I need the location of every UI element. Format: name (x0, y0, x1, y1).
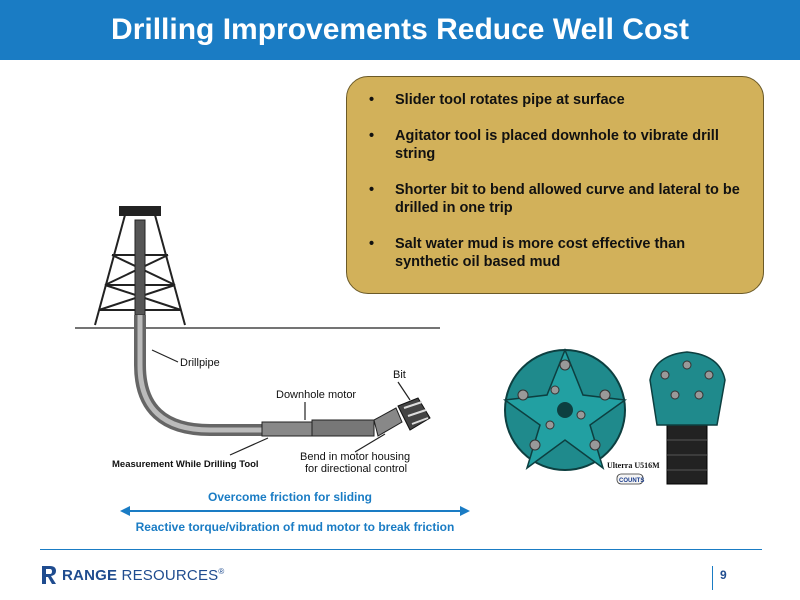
mwd-tool (261, 421, 313, 437)
page-number-separator (712, 566, 713, 590)
reactive-torque-label: Reactive torque/vibration of mud motor t… (135, 520, 455, 534)
double-arrow (120, 506, 470, 516)
footer-divider (40, 549, 762, 550)
bullet-item: • Agitator tool is placed downhole to vib… (367, 127, 745, 163)
range-resources-logo: RANGE RESOURCES® (40, 563, 224, 587)
drill-bit-icon (397, 397, 431, 431)
logo-text: RANGE RESOURCES® (62, 567, 224, 584)
bullet-marker: • (369, 128, 375, 144)
bullet-text: Slider tool rotates pipe at surface (395, 92, 625, 108)
bullet-marker: • (369, 92, 375, 108)
label-mwd-tool: Measurement While Drilling Tool (112, 459, 259, 470)
bullet-item: • Salt water mud is more cost effective t… (367, 235, 745, 271)
label-bit: Bit (393, 369, 406, 381)
bit-caption: Ulterra U516M (607, 461, 660, 470)
bullet-text: Shorter bit to bend allowed curve and la… (395, 182, 740, 216)
overcome-friction-label: Overcome friction for sliding (207, 490, 373, 504)
bullet-item: • Slider tool rotates pipe at surface (367, 91, 745, 109)
label-bend-line2: for directional control (305, 463, 407, 475)
label-downhole-motor: Downhole motor (276, 389, 356, 401)
small-bit-icon (649, 351, 726, 485)
label-bend-line1: Bend in motor housing (300, 451, 410, 463)
bullet-text: Agitator tool is placed downhole to vibr… (395, 128, 719, 162)
drilling-diagram: Drillpipe Downhole motor Bit Measurement… (75, 206, 440, 475)
logo-text-rest: RESOURCES (117, 566, 219, 584)
logo-text-bold: RANGE (62, 566, 118, 584)
slide-title: Drilling Improvements Reduce Well Cost (111, 13, 689, 46)
label-drillpipe: Drillpipe (180, 357, 220, 369)
bullet-box: • Slider tool rotates pipe at surface • Ag… (346, 76, 764, 294)
large-bit-icon (502, 347, 628, 471)
logo-mark-icon (42, 566, 56, 584)
counts-badge-text: COUNTS (619, 478, 644, 484)
downhole-motor (311, 419, 375, 437)
derrick-icon (94, 206, 186, 326)
bullet-text: Salt water mud is more cost effective th… (395, 236, 686, 270)
bullet-list: • Slider tool rotates pipe at surface • Ag… (367, 91, 745, 271)
bullet-marker: • (369, 236, 375, 252)
counts-badge (616, 473, 644, 485)
drill-bits-photo: Ulterra U516M COUNTS (502, 347, 726, 485)
title-bar: Drilling Improvements Reduce Well Cost (0, 0, 800, 60)
bullet-marker: • (369, 182, 375, 198)
bullet-item: • Shorter bit to bend allowed curve and l… (367, 181, 745, 217)
bent-housing (373, 407, 403, 437)
page-number: 9 (720, 568, 727, 582)
logo-registered: ® (218, 566, 225, 576)
